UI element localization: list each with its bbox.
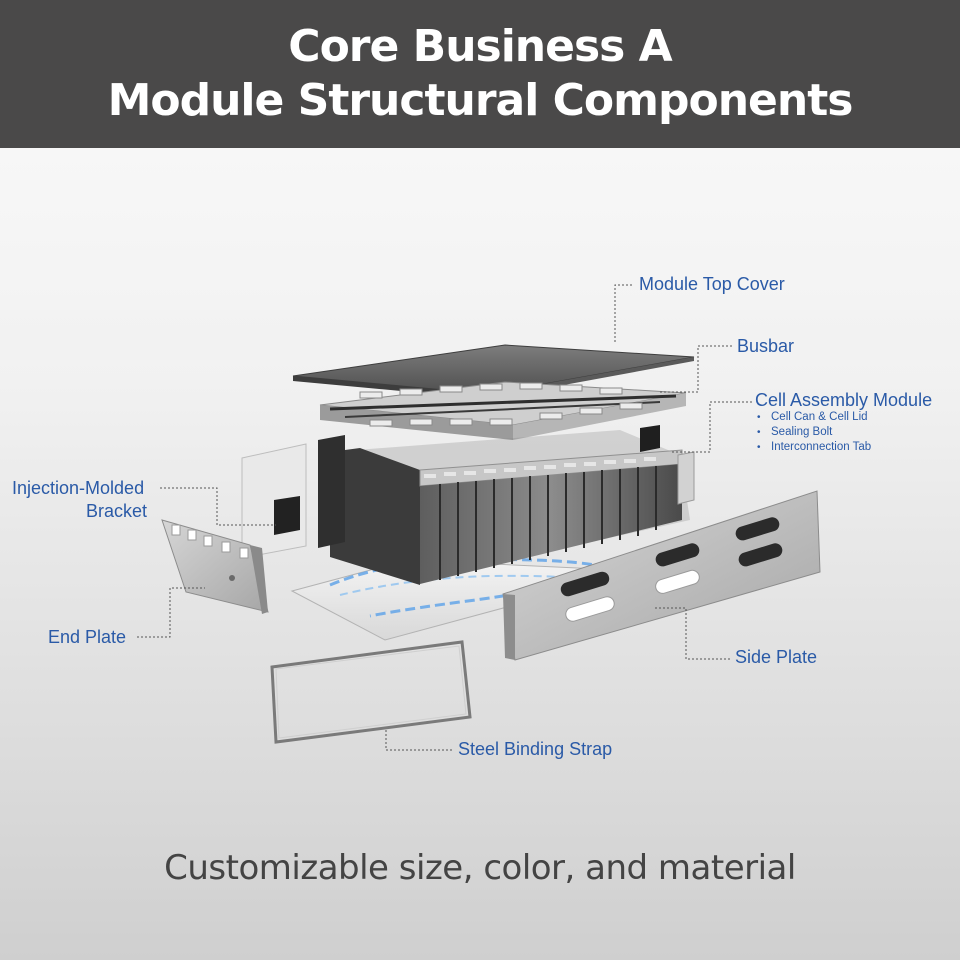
label-steel-binding-strap: Steel Binding Strap — [458, 739, 613, 759]
list-item: Cell Can & Cell Lid — [757, 410, 871, 425]
label-end-plate: End Plate — [48, 627, 127, 647]
title-banner: Core Business A Module Structural Compon… — [0, 0, 960, 148]
label-module-top-cover: Module Top Cover — [639, 274, 785, 294]
end-plate — [161, 519, 269, 614]
steel-binding-strap — [270, 640, 472, 744]
busbar-layer — [319, 381, 687, 440]
caption: Customizable size, color, and material — [164, 848, 796, 888]
label-side-plate: Side Plate — [735, 647, 818, 667]
label-bracket-line-1: Injection-Molded — [12, 478, 145, 498]
leader-lines — [137, 284, 752, 751]
list-item: Sealing Bolt — [757, 425, 871, 440]
exploded-module-diagram: Module Top Cover Busbar Cell Assembly Mo… — [0, 148, 960, 848]
cell-assembly-parts-list: Cell Can & Cell Lid Sealing Bolt Interco… — [757, 410, 871, 455]
injection-molded-bracket — [274, 496, 300, 535]
cell-assembly — [318, 425, 695, 585]
label-bracket-line-2: Bracket — [86, 501, 148, 521]
side-plate — [502, 490, 821, 661]
list-item: Interconnection Tab — [757, 440, 871, 455]
exploded-view-illustration — [137, 284, 821, 751]
label-cell-assembly-module: Cell Assembly Module — [755, 390, 933, 410]
title-line-2: Module Structural Components — [107, 75, 854, 126]
label-busbar: Busbar — [737, 336, 795, 356]
title-line-1: Core Business A — [288, 21, 672, 72]
